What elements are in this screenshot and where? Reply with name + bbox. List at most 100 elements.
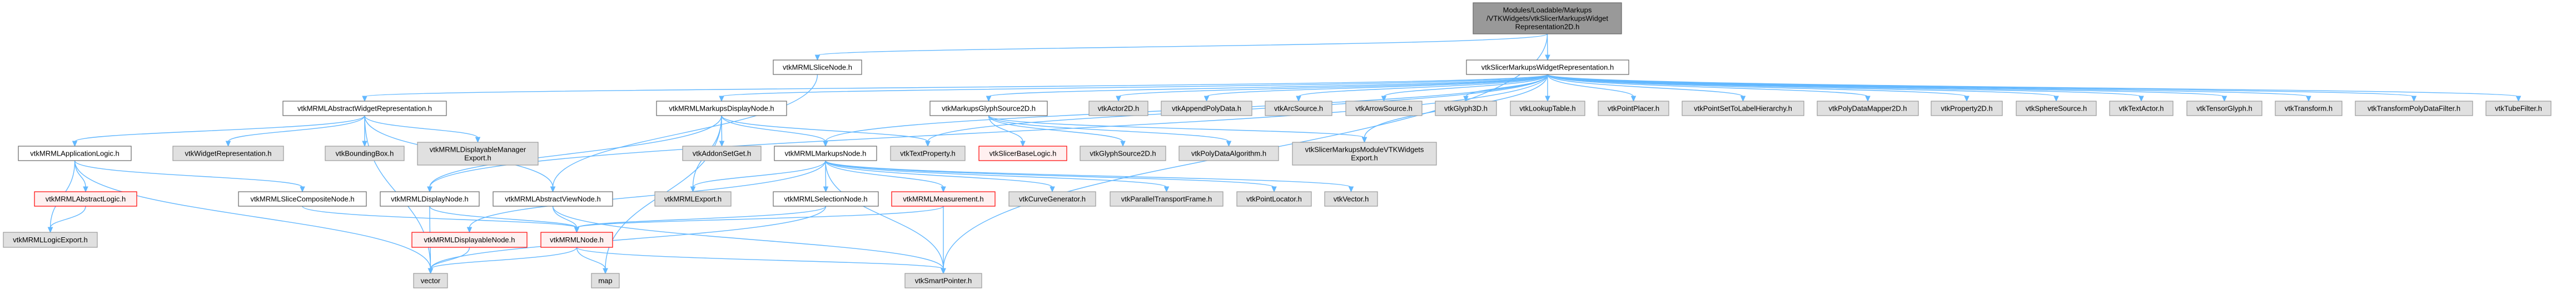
node-arrowsrc[interactable]: vtkArrowSource.h xyxy=(1345,101,1423,116)
arrowhead-icon xyxy=(72,141,78,147)
node-label: vtkGlyphSource2D.h xyxy=(1090,150,1156,158)
node-tube[interactable]: vtkTubeFilter.h xyxy=(2485,101,2552,116)
arrowhead-icon xyxy=(2221,96,2227,102)
node-prop2d[interactable]: vtkProperty2D.h xyxy=(1931,101,2003,116)
node-sbl[interactable]: vtkSlicerBaseLogic.h xyxy=(978,146,1067,161)
arrowhead-icon xyxy=(225,141,231,147)
edge-smwr-to-arc xyxy=(1296,74,1548,102)
edge-mrmlnode-to-map xyxy=(576,247,608,275)
edge-line xyxy=(1547,74,1868,97)
edge-line xyxy=(721,74,1548,97)
node-measure[interactable]: vtkMRMLMeasurement.h xyxy=(891,191,996,207)
node-map[interactable]: map xyxy=(591,273,620,288)
edge-line xyxy=(576,206,944,228)
node-bbox[interactable]: vtkBoundingBox.h xyxy=(325,146,405,161)
edge-mdn-to-textprop xyxy=(721,115,931,147)
node-dispablenode[interactable]: vtkMRMLDisplayableNode.h xyxy=(411,232,528,248)
node-smartptr[interactable]: vtkSmartPointer.h xyxy=(904,273,982,288)
node-mgs[interactable]: vtkMarkupsGlyphSource2D.h xyxy=(929,101,1048,116)
node-placer[interactable]: vtkPointPlacer.h xyxy=(1598,101,1669,116)
node-pda[interactable]: vtkPolyDataAlgorithm.h xyxy=(1178,146,1279,161)
node-label: vtkPointLocator.h xyxy=(1246,195,1302,203)
node-mrmlexport[interactable]: vtkMRMLExport.h xyxy=(654,191,732,207)
arrowhead-icon xyxy=(1381,96,1387,102)
node-ptf[interactable]: vtkParallelTransportFrame.h xyxy=(1110,191,1224,207)
edge-smwr-to-displaynode xyxy=(427,74,1548,193)
node-sphere[interactable]: vtkSphereSource.h xyxy=(2016,101,2097,116)
edge-line xyxy=(430,206,827,270)
node-applogic[interactable]: vtkMRMLApplicationLogic.h xyxy=(18,146,132,161)
node-box xyxy=(1161,101,1252,116)
edge-smwr-to-tube xyxy=(1547,74,2522,102)
node-box xyxy=(1598,101,1669,116)
edge-smwr-to-lut xyxy=(1545,74,1550,102)
node-textprop[interactable]: vtkTextProperty.h xyxy=(890,146,966,161)
node-arc[interactable]: vtkArcSource.h xyxy=(1265,101,1332,116)
node-lut[interactable]: vtkLookupTable.h xyxy=(1510,101,1585,116)
edge-mrmlnode-to-vector xyxy=(427,247,578,275)
node-label: vtkParallelTransportFrame.h xyxy=(1121,195,1212,203)
node-pdm2d[interactable]: vtkPolyDataMapper2D.h xyxy=(1817,101,1919,116)
node-append[interactable]: vtkAppendPolyData.h xyxy=(1161,101,1252,116)
node-addon[interactable]: vtkAddonSetGet.h xyxy=(682,146,762,161)
node-abslogic[interactable]: vtkMRMLAbstractLogic.h xyxy=(34,191,137,207)
node-vector[interactable]: vector xyxy=(413,273,448,288)
node-selnode[interactable]: vtkMRMLSelectionNode.h xyxy=(773,191,879,207)
node-smwr[interactable]: vtkSlicerMarkupsWidgetRepresentation.h xyxy=(1466,59,1629,75)
node-label: Representation2D.h xyxy=(1515,23,1580,31)
edge-line xyxy=(364,115,479,138)
edge-line xyxy=(721,115,928,142)
node-label: vtkPointPlacer.h xyxy=(1608,104,1659,113)
node-vvec[interactable]: vtkVector.h xyxy=(1324,191,1378,207)
arrowhead-icon xyxy=(986,96,992,102)
arrowhead-icon xyxy=(925,141,931,147)
node-label: map xyxy=(598,277,612,285)
node-actor2d[interactable]: vtkActor2D.h xyxy=(1088,101,1148,116)
node-box xyxy=(1435,101,1497,116)
node-markupsnode[interactable]: vtkMRMLMarkupsNode.h xyxy=(774,146,877,161)
node-slicenode[interactable]: vtkMRMLSliceNode.h xyxy=(773,59,862,75)
node-box xyxy=(2275,101,2343,116)
edge-line xyxy=(825,160,1167,188)
node-label: vtkMRMLNode.h xyxy=(550,236,604,244)
edge-line xyxy=(74,115,365,142)
node-root[interactable]: Modules/Loadable/Markups/VTKWidgets/vtkS… xyxy=(1473,2,1622,34)
node-avn[interactable]: vtkMRMLAbstractViewNode.h xyxy=(493,191,613,207)
node-widgetrep[interactable]: vtkWidgetRepresentation.h xyxy=(172,146,284,161)
node-logicexport[interactable]: vtkMRMLLogicExport.h xyxy=(3,232,98,248)
node-displaynode[interactable]: vtkMRMLDisplayNode.h xyxy=(380,191,480,207)
node-box xyxy=(1510,101,1585,116)
edge-mdn-to-displaynode xyxy=(427,115,722,193)
node-pslh[interactable]: vtkPointSetToLabelHierarchy.h xyxy=(1682,101,1804,116)
node-tpdf[interactable]: vtkTransformPolyDataFilter.h xyxy=(2355,101,2473,116)
node-label: vtkCurveGenerator.h xyxy=(1019,195,1086,203)
node-scn[interactable]: vtkMRMLSliceCompositeNode.h xyxy=(238,191,367,207)
arrowhead-icon xyxy=(719,96,724,102)
node-gs2d[interactable]: vtkGlyphSource2D.h xyxy=(1080,146,1166,161)
node-textactor[interactable]: vtkTextActor.h xyxy=(2109,101,2174,116)
node-label: vtkSmartPointer.h xyxy=(915,277,972,285)
node-label: vtkMRMLMeasurement.h xyxy=(903,195,983,203)
edge-line xyxy=(1547,74,1744,97)
node-ploc[interactable]: vtkPointLocator.h xyxy=(1236,191,1312,207)
node-box xyxy=(904,273,982,288)
node-box xyxy=(417,142,539,166)
node-box xyxy=(654,191,732,207)
arrowhead-icon xyxy=(719,141,725,147)
node-tensor[interactable]: vtkTensorGlyph.h xyxy=(2186,101,2262,116)
edge-line xyxy=(302,206,578,228)
edge-line xyxy=(1383,74,1548,97)
node-label: vtkMRMLSliceCompositeNode.h xyxy=(250,195,354,203)
node-transform[interactable]: vtkTransform.h xyxy=(2275,101,2343,116)
edge-smwr-to-textactor xyxy=(1547,74,2144,102)
node-awr[interactable]: vtkMRMLAbstractWidgetRepresentation.h xyxy=(282,101,447,116)
edge-line xyxy=(429,206,578,228)
node-box xyxy=(1466,59,1629,75)
node-mrmlnode[interactable]: vtkMRMLNode.h xyxy=(540,232,613,248)
node-label: vtkMarkupsGlyphSource2D.h xyxy=(942,104,1036,113)
node-mdn[interactable]: vtkMRMLMarkupsDisplayNode.h xyxy=(656,101,787,116)
node-curvegen[interactable]: vtkCurveGenerator.h xyxy=(1008,191,1096,207)
node-glyph3d[interactable]: vtkGlyph3D.h xyxy=(1435,101,1497,116)
